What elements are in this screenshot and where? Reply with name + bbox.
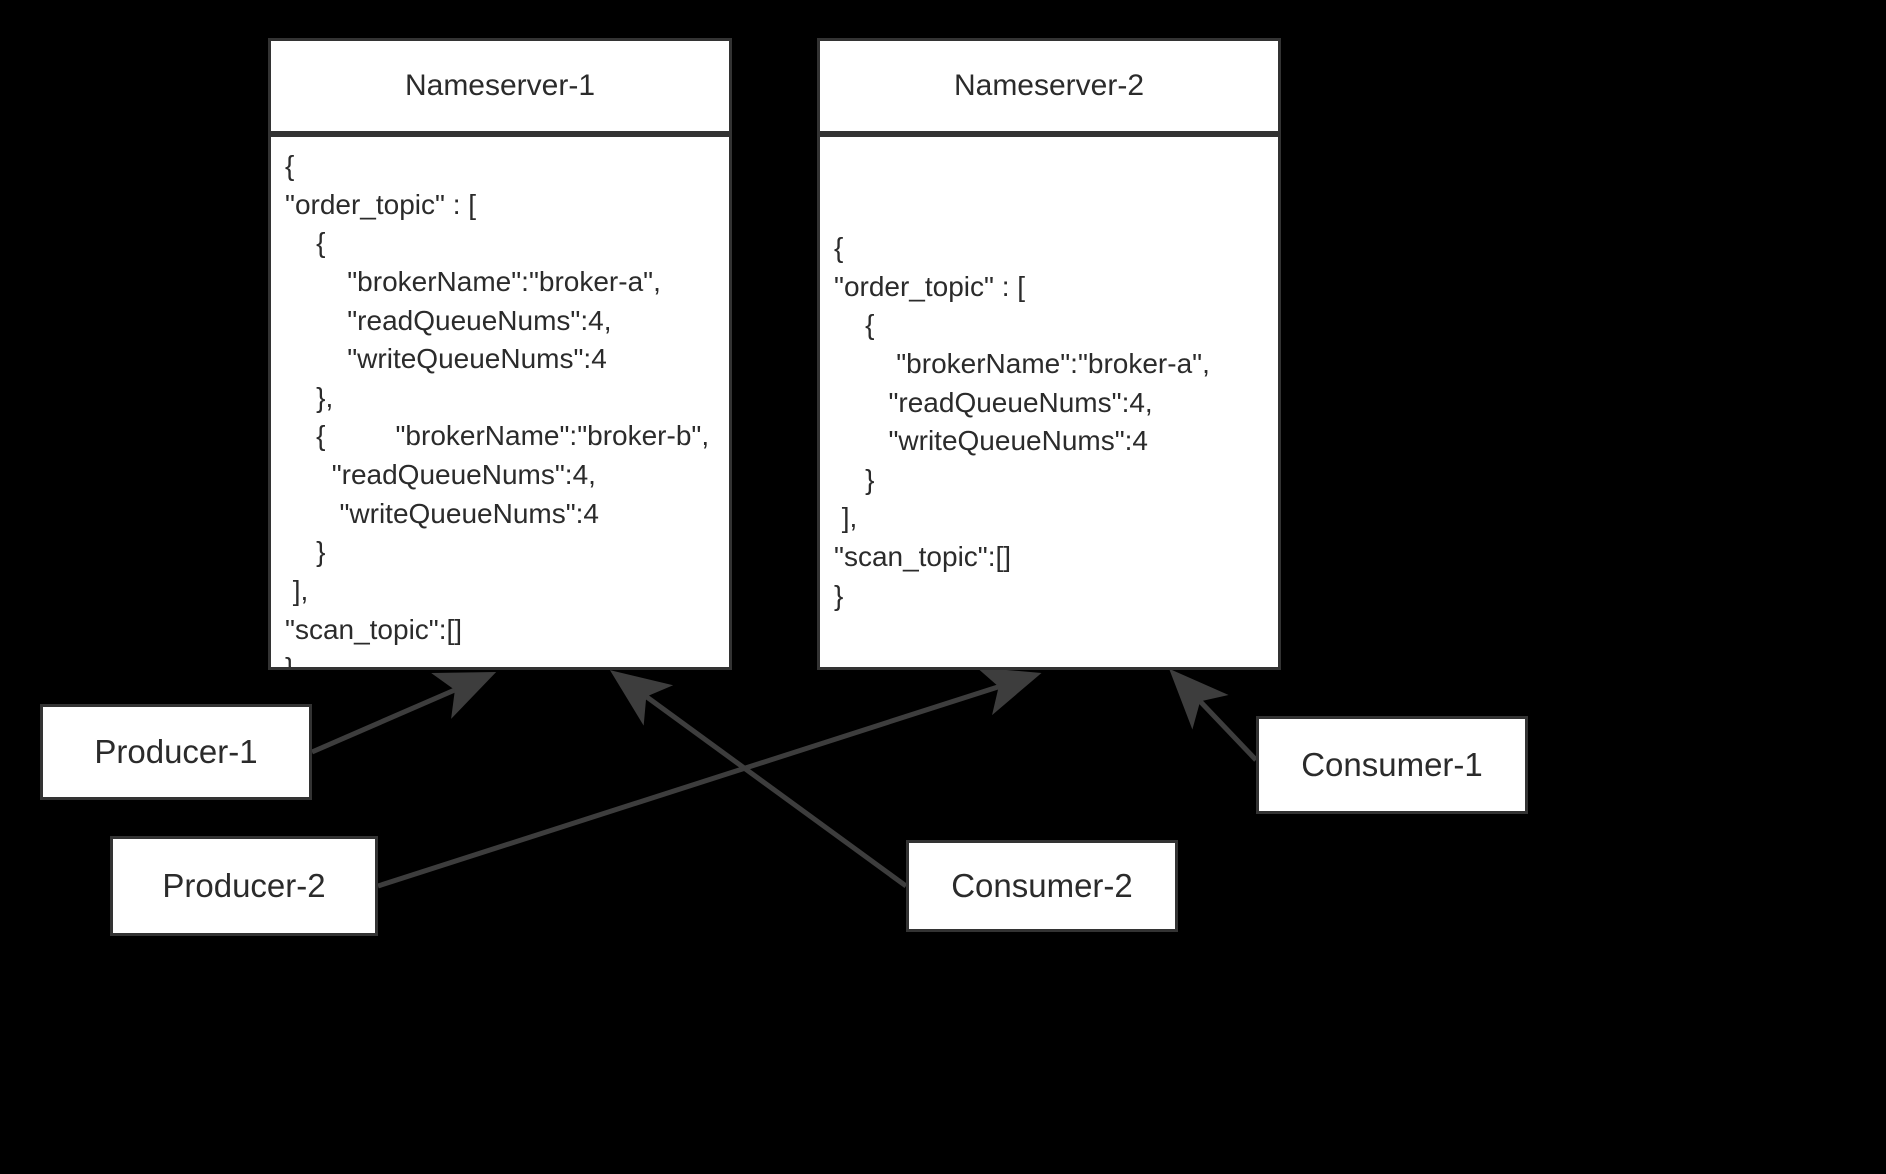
producer-1-label: Producer-1: [94, 733, 258, 770]
consumer-1-label: Consumer-1: [1301, 746, 1483, 783]
nameserver-2-code: { "order_topic" : [ { "brokerName":"brok…: [834, 232, 1210, 611]
nameserver-2-body: { "order_topic" : [ { "brokerName":"brok…: [820, 137, 1278, 667]
nameserver-2-title: Nameserver-2: [820, 41, 1278, 137]
consumer-2-label: Consumer-2: [951, 867, 1133, 904]
edge-consumer-1-to-nameserver-2: [1169, 668, 1258, 762]
nameserver-1-node[interactable]: Nameserver-1 { "order_topic" : [ { "brok…: [268, 38, 732, 670]
edge-consumer-2-to-nameserver-1: [609, 670, 908, 889]
producer-2-label: Producer-2: [162, 867, 326, 904]
producer-1-node[interactable]: Producer-1: [40, 704, 312, 800]
nameserver-1-code: { "order_topic" : [ { "brokerName":"brok…: [285, 150, 710, 667]
producer-2-node[interactable]: Producer-2: [110, 836, 378, 936]
edge-producer-1-to-nameserver-1: [311, 672, 497, 755]
consumer-2-node[interactable]: Consumer-2: [906, 840, 1178, 932]
consumer-1-node[interactable]: Consumer-1: [1256, 716, 1528, 814]
nameserver-1-title: Nameserver-1: [271, 41, 729, 137]
nameserver-2-node[interactable]: Nameserver-2 { "order_topic" : [ { "brok…: [817, 38, 1281, 670]
nameserver-1-body: { "order_topic" : [ { "brokerName":"brok…: [271, 137, 729, 667]
